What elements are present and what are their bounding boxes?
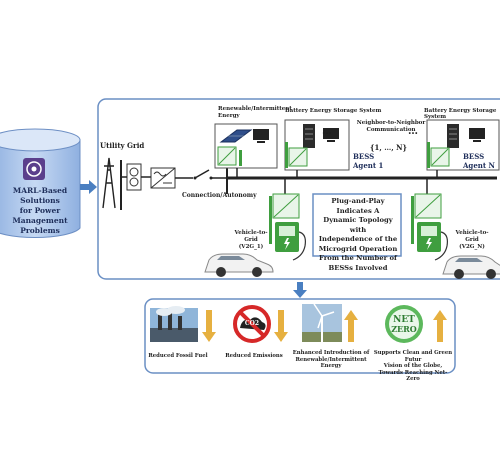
brain-gear-icon <box>23 158 45 180</box>
bess-agent-n: BESS Agent N <box>463 152 495 170</box>
benefit-label: Reduced Fossil Fuel <box>148 353 208 359</box>
arrow-up-icon <box>433 310 447 342</box>
marl-cylinder <box>0 128 81 238</box>
computer-icon <box>469 128 485 142</box>
benefit-label: Supports Clean and Green Futur Vision of… <box>373 350 453 382</box>
plug-and-play-text: Plug-and-Play Indicates A Dynamic Topolo… <box>318 197 398 272</box>
arrow-up-icon <box>344 310 358 342</box>
charging-station-icon <box>411 193 448 261</box>
electric-car-icon <box>442 255 500 279</box>
renewable-label: Renewable/Intermittent Energy <box>218 106 292 119</box>
benefit-label: Reduced Emissions <box>225 353 283 359</box>
charging-station-icon <box>269 193 306 261</box>
dots-left: … <box>322 126 332 137</box>
inverter-icon <box>150 167 176 189</box>
arrow-down-icon <box>202 310 216 342</box>
bess-system-label-n: Battery Energy Storage System <box>424 108 497 120</box>
benefit-label: Enhanced Introduction of Renewable/Inter… <box>292 350 370 369</box>
bess-unit-n <box>426 119 500 171</box>
net-text: NET <box>393 315 415 325</box>
arrow-down-icon <box>274 310 288 342</box>
zero-text: ZERO <box>391 324 417 334</box>
bess-system-label-1: Battery Energy Storage System <box>285 108 382 114</box>
connection-label: Connection/Autonomy <box>182 192 257 199</box>
bess-unit-1 <box>284 119 350 171</box>
v2g-label-n: Vehicle-to-Grid (V2G_N) <box>455 230 489 250</box>
agent-range: {1, …, N} <box>370 143 408 152</box>
bess-agent-1: BESS Agent 1 <box>353 152 384 170</box>
transmission-tower-icon <box>102 157 116 209</box>
arrow-down-icon <box>293 282 307 298</box>
utility-grid-label: Utility Grid <box>100 141 145 150</box>
server-icon <box>303 124 315 148</box>
computer-icon <box>323 128 339 142</box>
plug-and-play-note <box>312 193 402 257</box>
dots-right: … <box>408 126 418 137</box>
n2n-label: Neighbor-to-Neighbor Communication <box>356 120 426 133</box>
v2g-label-1: Vehicle-to-Grid (V2G_1) <box>234 230 268 250</box>
benefits-panel: CO2 NET ZERO <box>144 298 456 374</box>
marl-title: MARL-Based Solutions for Power Managemen… <box>12 186 68 235</box>
microgrid-diagram <box>97 98 500 280</box>
computer-icon <box>253 129 269 143</box>
electric-car-icon <box>204 253 274 277</box>
no-co2-icon <box>233 305 271 343</box>
net-zero-icon <box>385 305 423 343</box>
server-icon <box>447 124 459 148</box>
factory-icon <box>150 306 198 342</box>
co2-text: CO2 <box>245 320 259 327</box>
transformer-icon <box>126 163 142 191</box>
wind-turbine-icon <box>302 303 342 342</box>
renewable-unit <box>214 123 278 169</box>
arrow-right-icon <box>80 180 97 194</box>
solar-panel-icon <box>219 129 253 143</box>
